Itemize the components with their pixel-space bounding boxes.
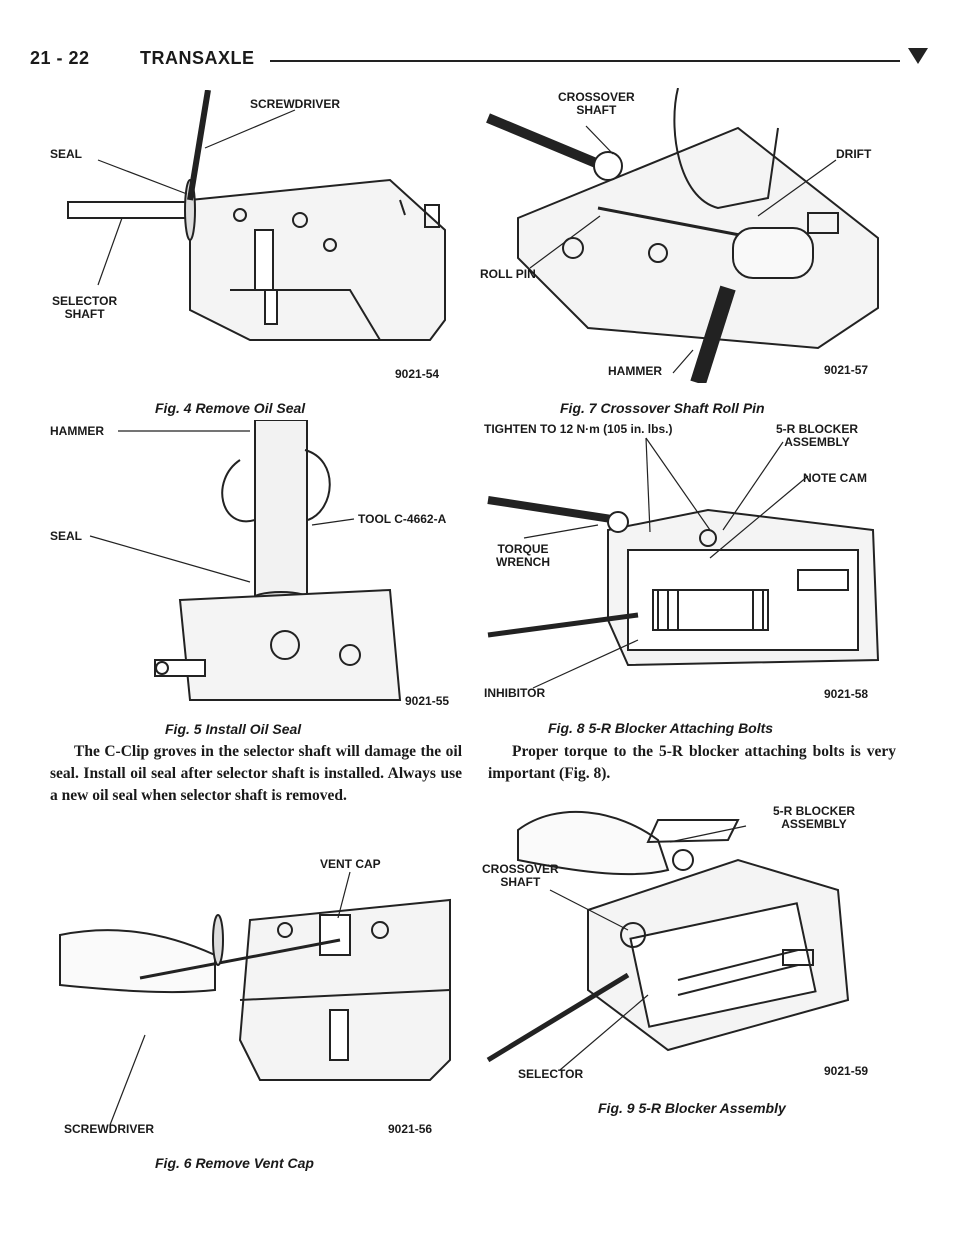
paragraph-left: The C-Clip groves in the selector shaft … [50,741,462,807]
illustration-fig7 [486,88,879,383]
caption-fig8: Fig. 8 5-R Blocker Attaching Bolts [548,720,774,736]
caption-fig6: Fig. 6 Remove Vent Cap [155,1155,314,1171]
label-screwdriver: SCREWDRIVER [250,97,341,111]
header-rule [270,60,900,62]
illustration-fig6 [59,871,451,1126]
label-5r-blocker-assembly: 5-R BLOCKER ASSEMBLY [776,422,859,449]
label-seal: SEAL [50,529,83,543]
figure-code: 9021-56 [388,1122,433,1136]
figure-remove-vent-cap: VENT CAP SCREWDRIVER 9021-56 [50,857,460,1142]
caption-fig9: Fig. 9 5-R Blocker Assembly [598,1100,786,1116]
figure-code: 9021-57 [824,363,869,377]
label-hammer: HAMMER [608,364,662,378]
illustration-fig5 [89,420,402,701]
caption-fig5: Fig. 5 Install Oil Seal [165,721,302,737]
label-crossover-shaft: CROSSOVER SHAFT [482,862,559,889]
caption-fig4: Fig. 4 Remove Oil Seal [155,400,306,416]
label-hammer: HAMMER [50,424,104,438]
label-drift: DRIFT [836,147,872,161]
label-torque-wrench: TORQUE WRENCH [496,542,550,569]
section-title: TRANSAXLE [140,48,255,68]
figure-remove-oil-seal: SCREWDRIVER SEAL SELECTOR SHAFT 9021-54 [50,90,460,390]
figure-code: 9021-55 [405,694,450,708]
figure-code: 9021-54 [395,367,440,381]
label-inhibitor: INHIBITOR [484,686,546,700]
caption-fig7: Fig. 7 Crossover Shaft Roll Pin [560,400,765,416]
paragraph-text: The C-Clip groves in the selector shaft … [50,743,462,804]
page-number: 21 - 22 [30,48,90,68]
paragraph-text: Proper torque to the 5-R blocker attachi… [488,743,896,782]
illustration-fig9 [486,810,850,1071]
figure-crossover-shaft-roll-pin: CROSSOVER SHAFT DRIFT ROLL PIN HAMMER 90… [478,88,898,383]
label-screwdriver: SCREWDRIVER [64,1122,155,1136]
label-selector-shaft: SELECTOR SHAFT [52,294,118,321]
illustration-fig8 [487,437,880,689]
triangle-mark-icon [908,48,928,64]
label-5r-blocker-assembly: 5-R BLOCKER ASSEMBLY [773,804,856,831]
figure-code: 9021-58 [824,687,869,701]
label-tool: TOOL C-4662-A [358,512,447,526]
label-note-cam: NOTE CAM [803,471,867,485]
figure-5r-blocker-attaching-bolts: TIGHTEN TO 12 N·m (105 in. lbs.) 5-R BLO… [478,420,898,710]
paragraph-right: Proper torque to the 5-R blocker attachi… [488,741,896,785]
label-tighten-torque: TIGHTEN TO 12 N·m (105 in. lbs.) [484,422,673,436]
figure-code: 9021-59 [824,1064,869,1078]
label-crossover-shaft: CROSSOVER SHAFT [558,90,635,117]
figure-5r-blocker-assembly: 5-R BLOCKER ASSEMBLY CROSSOVER SHAFT SEL… [478,800,898,1090]
label-seal: SEAL [50,147,83,161]
illustration-fig4 [67,90,446,341]
label-vent-cap: VENT CAP [320,857,381,871]
figure-install-oil-seal: HAMMER TOOL C-4662-A SEAL 9021-55 [50,420,460,710]
page-header: 21 - 22 TRANSAXLE [30,44,930,78]
label-selector: SELECTOR [518,1067,584,1081]
label-roll-pin: ROLL PIN [480,267,536,281]
